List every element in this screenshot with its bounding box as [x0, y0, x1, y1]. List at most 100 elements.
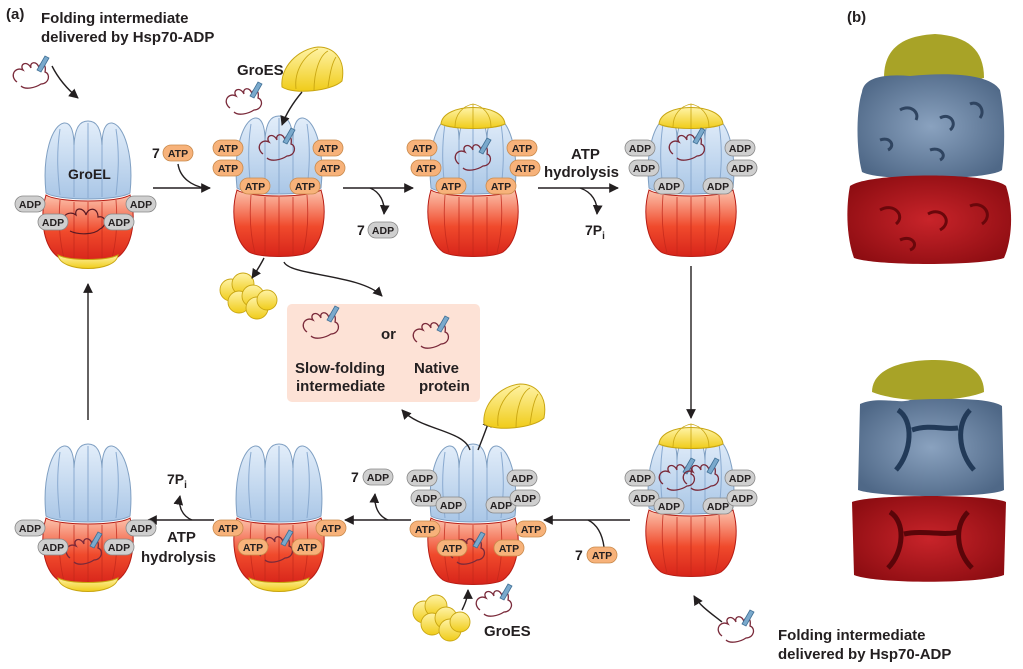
atp-pill-in-2	[586, 546, 618, 564]
label-groel: GroEL	[68, 166, 111, 182]
svg-text:ATP: ATP	[295, 181, 315, 193]
label-groes-bottom: GroES	[484, 623, 531, 640]
arrow-products-release	[401, 409, 471, 451]
svg-text:ADP: ADP	[367, 472, 389, 484]
svg-text:ATP: ATP	[218, 143, 238, 155]
svg-text:ADP: ADP	[707, 181, 729, 193]
label-folding-intermediate-top-2: delivered by Hsp70-ADP	[41, 29, 214, 46]
arrow-to-products	[283, 261, 383, 297]
protein-intermediate-bottom-icon	[717, 609, 755, 643]
panel-label-a: (a)	[6, 6, 24, 23]
svg-text:ADP: ADP	[42, 542, 64, 554]
svg-text:ATP: ATP	[515, 163, 535, 175]
svg-text:ATP: ATP	[218, 523, 238, 535]
svg-text:ADP: ADP	[108, 217, 130, 229]
svg-text:ATP: ATP	[592, 550, 612, 562]
svg-text:ATP: ATP	[441, 181, 461, 193]
arrow-groes-in-bottom	[461, 589, 473, 611]
label-slow-folding-2: intermediate	[296, 378, 385, 395]
svg-text:ATP: ATP	[245, 181, 265, 193]
label-atp-hydrolysis-bottom-1: ATP	[167, 529, 196, 546]
svg-text:ADP: ADP	[440, 500, 462, 512]
arrow-adp-out-1	[369, 187, 390, 215]
label-folding-intermediate-top-1: Folding intermediate	[41, 10, 189, 27]
structure-cut-away	[852, 360, 1006, 582]
svg-text:ATP: ATP	[499, 543, 519, 555]
svg-text:ADP: ADP	[629, 143, 651, 155]
groes-released-2-icon	[483, 383, 546, 429]
protein-bound-icon	[225, 81, 263, 115]
adp-pills-complex-4: ADP ADP ADP ADP ADP ADP	[624, 139, 758, 195]
pills-complex-6: ADP ADP ADP ADP ADP ADP ATP ATP ATP ATP	[406, 469, 547, 557]
label-groes-top: GroES	[237, 62, 284, 79]
label-native-1: Native	[414, 360, 459, 377]
svg-text:ATP: ATP	[297, 542, 317, 554]
arrow-groes-release	[251, 257, 265, 279]
adp-pills-complex-5: ADP ADP ADP ADP ADP ADP	[624, 469, 758, 515]
products-box	[287, 304, 480, 402]
svg-text:ATP: ATP	[491, 181, 511, 193]
groes-incoming-bottom-icon	[412, 594, 471, 642]
protein-entering-icon	[475, 583, 513, 617]
svg-text:ADP: ADP	[629, 473, 651, 485]
svg-text:ADP: ADP	[130, 523, 152, 535]
structure-closed	[847, 34, 1012, 264]
svg-text:ADP: ADP	[514, 493, 536, 505]
label-7-atp-2: 7	[575, 547, 583, 563]
svg-text:ADP: ADP	[731, 493, 753, 505]
svg-text:ADP: ADP	[511, 473, 533, 485]
arrow-atp-in-1	[177, 163, 206, 189]
svg-text:ADP: ADP	[633, 493, 655, 505]
svg-text:ADP: ADP	[19, 523, 41, 535]
label-7pi-top: 7Pi	[585, 222, 605, 242]
label-7-adp-2: 7	[351, 469, 359, 485]
groes-released-icon	[219, 272, 278, 320]
atp-pills-complex-3: ATP ATP ATP ATP ATP ATP	[406, 139, 541, 195]
svg-text:ATP: ATP	[442, 543, 462, 555]
label-folding-intermediate-bottom-2: delivered by Hsp70-ADP	[778, 646, 951, 663]
panel-label-b: (b)	[847, 9, 866, 26]
label-atp-hydrolysis-top-1: ATP	[571, 146, 600, 163]
atp-pills-complex-7: ATP ATP ATP ATP	[212, 519, 347, 556]
svg-text:ADP: ADP	[729, 473, 751, 485]
label-7-atp-1: 7	[152, 145, 160, 161]
groel-complex-8	[42, 443, 134, 592]
atp-pill-in-1	[162, 144, 194, 162]
label-7pi-bottom: 7Pi	[167, 471, 187, 491]
svg-text:ATP: ATP	[168, 148, 188, 160]
svg-text:ADP: ADP	[19, 199, 41, 211]
adp-pill-out-1	[367, 221, 399, 239]
label-native-2: protein	[419, 378, 470, 395]
label-or: or	[381, 326, 396, 343]
svg-text:ADP: ADP	[490, 500, 512, 512]
label-folding-intermediate-bottom-1: Folding intermediate	[778, 627, 926, 644]
svg-text:ATP: ATP	[416, 163, 436, 175]
svg-text:ADP: ADP	[707, 501, 729, 513]
arrow-protein-in	[51, 65, 79, 99]
arrow-pi-out-top	[579, 187, 603, 215]
groes-incoming-icon	[281, 46, 344, 92]
svg-text:ADP: ADP	[658, 181, 680, 193]
atp-pills-complex-2: ATP ATP ATP ATP ATP ATP	[212, 139, 346, 195]
svg-text:ADP: ADP	[372, 225, 394, 237]
svg-text:ADP: ADP	[729, 143, 751, 155]
protein-intermediate-icon	[12, 55, 50, 89]
svg-text:ADP: ADP	[731, 163, 753, 175]
label-slow-folding-1: Slow-folding	[295, 360, 385, 377]
groel-complex-7	[233, 443, 325, 592]
arrow-adp-out-2	[369, 493, 389, 521]
svg-text:ATP: ATP	[318, 143, 338, 155]
svg-text:ATP: ATP	[512, 143, 532, 155]
svg-text:ADP: ADP	[415, 493, 437, 505]
adp-pills-complex-8: ADP ADP ADP ADP	[14, 519, 157, 556]
label-atp-hydrolysis-top-2: hydrolysis	[544, 164, 619, 181]
svg-text:ATP: ATP	[243, 542, 263, 554]
groel-complex-6	[427, 443, 519, 586]
label-7-adp-1: 7	[357, 222, 365, 238]
label-atp-hydrolysis-bottom-2: hydrolysis	[141, 549, 216, 566]
svg-text:ATP: ATP	[321, 523, 341, 535]
svg-text:ATP: ATP	[521, 524, 541, 536]
arrow-protein-in-bottom	[693, 595, 723, 623]
svg-text:ATP: ATP	[320, 163, 340, 175]
svg-text:ADP: ADP	[108, 542, 130, 554]
